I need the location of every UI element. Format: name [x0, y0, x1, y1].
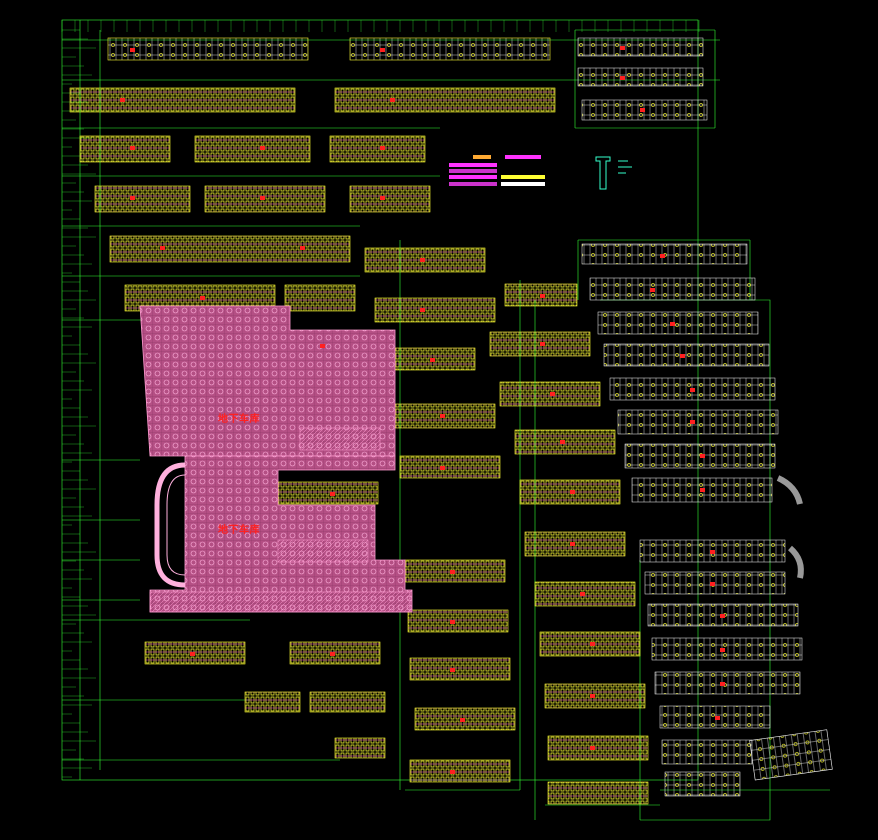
red-marker [690, 388, 695, 392]
section-detail [595, 156, 632, 190]
red-marker [640, 108, 645, 112]
red-marker [190, 652, 195, 656]
red-marker [540, 294, 545, 298]
basement-garage [139, 305, 413, 613]
red-marker [440, 414, 445, 418]
red-marker [710, 582, 715, 586]
red-marker [450, 668, 455, 672]
building-blocks-east [577, 37, 833, 797]
red-marker [660, 254, 665, 258]
red-marker [720, 648, 725, 652]
red-marker [330, 492, 335, 496]
red-marker [460, 718, 465, 722]
red-marker [260, 146, 265, 150]
red-marker [580, 592, 585, 596]
red-marker [450, 620, 455, 624]
red-marker [590, 746, 595, 750]
red-marker [650, 288, 655, 292]
red-marker [130, 48, 135, 52]
red-marker [330, 652, 335, 656]
red-marker [690, 420, 695, 424]
red-marker [620, 76, 625, 80]
red-marker [550, 392, 555, 396]
red-marker [540, 342, 545, 346]
red-marker [420, 258, 425, 262]
red-markers [120, 46, 725, 774]
red-marker [320, 344, 325, 348]
red-marker [715, 716, 720, 720]
red-marker [700, 454, 705, 458]
red-marker [130, 146, 135, 150]
legend-table [449, 155, 547, 193]
red-marker [420, 308, 425, 312]
red-marker [120, 98, 125, 102]
red-marker [590, 694, 595, 698]
red-marker [300, 246, 305, 250]
red-marker [590, 642, 595, 646]
red-marker [260, 196, 265, 200]
zone-label-north: 地下车库 [218, 414, 260, 425]
red-marker [620, 46, 625, 50]
red-marker [560, 440, 565, 444]
red-marker [380, 146, 385, 150]
red-marker [670, 322, 675, 326]
red-marker [390, 98, 395, 102]
red-marker [160, 246, 165, 250]
red-marker [440, 466, 445, 470]
zone-label-south: 地下车库 [218, 525, 260, 536]
red-marker [680, 354, 685, 358]
red-marker [380, 48, 385, 52]
red-marker [130, 196, 135, 200]
red-marker [380, 196, 385, 200]
grid-dense [61, 20, 700, 778]
red-marker [200, 296, 205, 300]
red-marker [430, 358, 435, 362]
red-marker [570, 542, 575, 546]
red-marker [450, 570, 455, 574]
red-marker [720, 614, 725, 618]
red-marker [700, 488, 705, 492]
red-marker [720, 682, 725, 686]
red-marker [710, 550, 715, 554]
red-marker [450, 770, 455, 774]
red-marker [570, 490, 575, 494]
